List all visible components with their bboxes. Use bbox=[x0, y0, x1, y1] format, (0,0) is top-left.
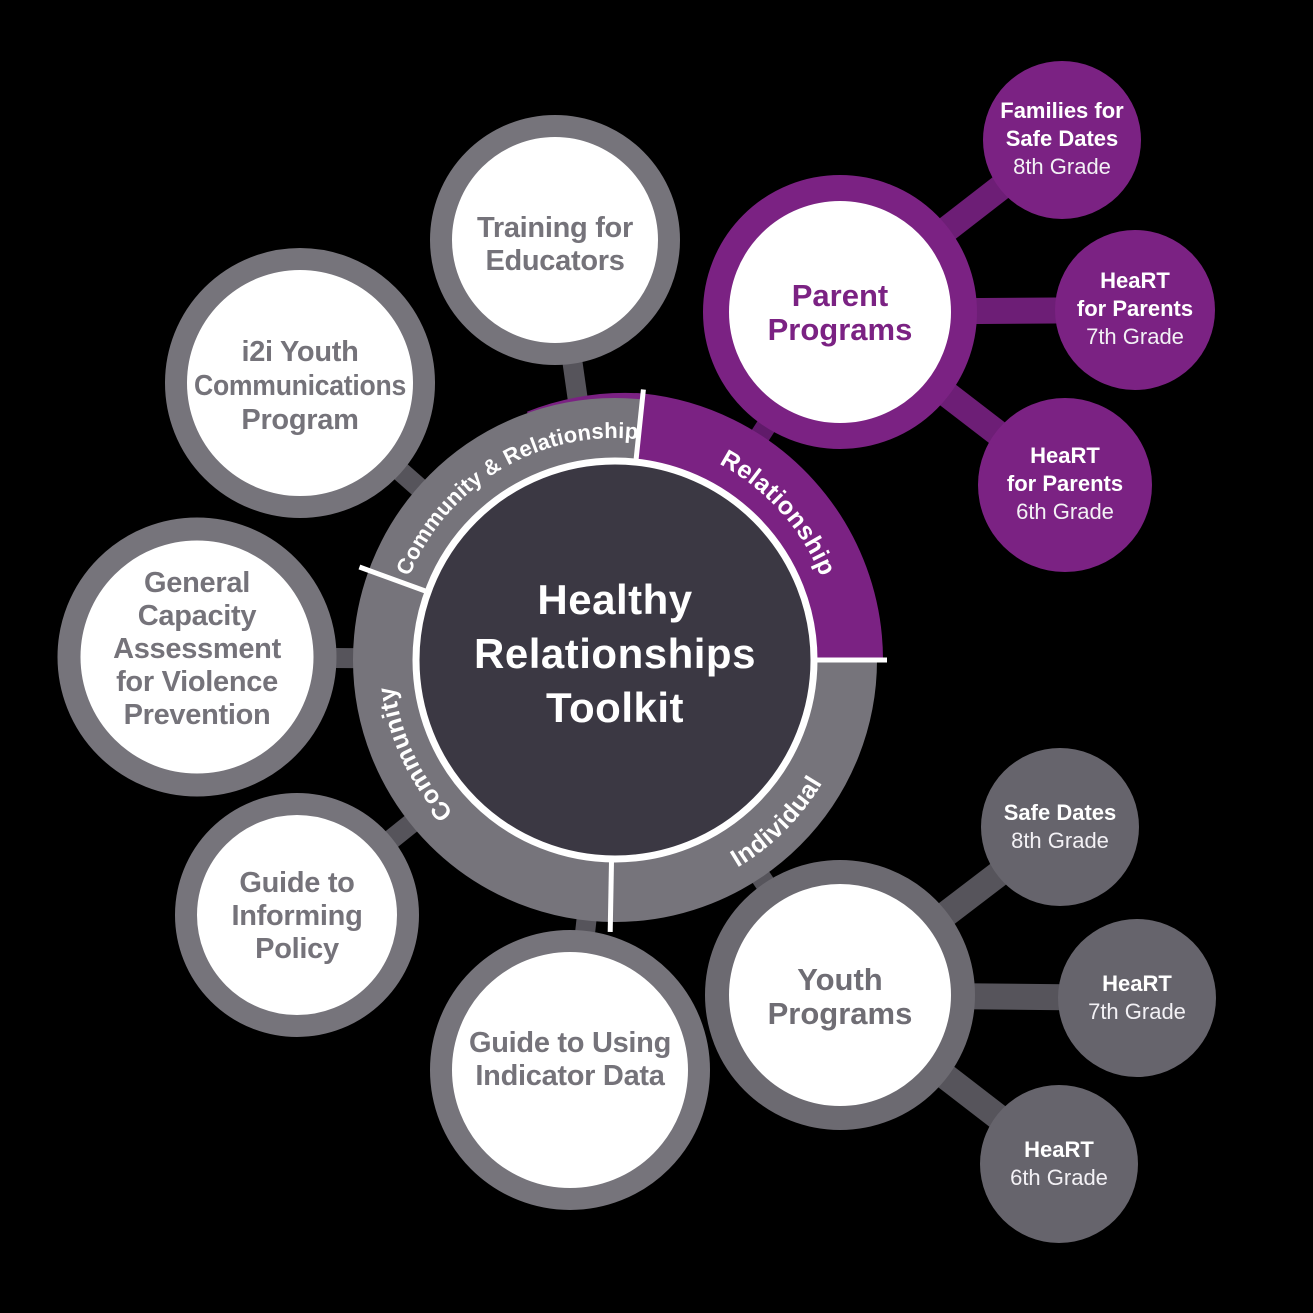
node-heart-parents-6: HeaRT for Parents 6th Grade bbox=[978, 398, 1152, 572]
heart-7-circle bbox=[1058, 919, 1216, 1077]
i2i-line-3: Program bbox=[241, 404, 358, 436]
heart-parents-6-line-1: HeaRT bbox=[1030, 443, 1100, 468]
heart-parents-7-grade: 7th Grade bbox=[1086, 324, 1184, 349]
central-ring bbox=[353, 389, 887, 932]
safe-dates-8-circle bbox=[981, 748, 1139, 906]
general-capacity-line-4: for Violence bbox=[116, 666, 278, 698]
training-line-2: Educators bbox=[485, 245, 624, 277]
heart-7-grade: 7th Grade bbox=[1088, 999, 1186, 1024]
families-safe-dates-grade: 8th Grade bbox=[1013, 154, 1111, 179]
heart-parents-7-line-2: for Parents bbox=[1077, 296, 1193, 321]
node-general-capacity-assessment: General Capacity Assessment for Violence… bbox=[57, 517, 337, 797]
node-training-circle bbox=[430, 115, 680, 365]
general-capacity-line-2: Capacity bbox=[138, 600, 257, 632]
node-guide-using-indicator-data: Guide to Using Indicator Data bbox=[430, 930, 710, 1210]
parent-programs-line-1: Parent bbox=[792, 278, 888, 313]
indicator-data-line-1: Guide to Using bbox=[469, 1027, 671, 1059]
node-families-safe-dates-8: Families for Safe Dates 8th Grade bbox=[983, 61, 1141, 219]
node-youth-programs-circle bbox=[705, 860, 975, 1130]
heart-parents-6-grade: 6th Grade bbox=[1016, 499, 1114, 524]
heart-6-circle bbox=[980, 1085, 1138, 1243]
families-safe-dates-line-1: Families for bbox=[1000, 98, 1124, 123]
node-youth-programs: Youth Programs bbox=[705, 860, 975, 1130]
ring-segment-relationship bbox=[635, 393, 883, 661]
heart-6-grade: 6th Grade bbox=[1010, 1165, 1108, 1190]
i2i-line-2: Communications bbox=[194, 370, 406, 402]
ring-divider-top bbox=[633, 389, 646, 466]
general-capacity-line-3: Assessment bbox=[113, 633, 282, 665]
training-line-1: Training for bbox=[477, 212, 633, 244]
node-heart-7: HeaRT 7th Grade bbox=[1058, 919, 1216, 1077]
heart-parents-6-line-2: for Parents bbox=[1007, 471, 1123, 496]
center-circle bbox=[412, 457, 818, 863]
heart-parents-7-circle bbox=[1055, 230, 1215, 390]
ring-divider-left bbox=[358, 564, 432, 596]
general-capacity-line-5: Prevention bbox=[124, 699, 271, 731]
youth-programs-line-1: Youth bbox=[797, 962, 883, 997]
node-informing-policy-circle bbox=[175, 793, 419, 1037]
safe-dates-8-line-1: Safe Dates bbox=[1004, 800, 1117, 825]
center-title-line-1: Healthy bbox=[537, 576, 692, 623]
node-heart-6: HeaRT 6th Grade bbox=[980, 1085, 1138, 1243]
heart-parents-6-circle bbox=[978, 398, 1152, 572]
indicator-data-line-2: Indicator Data bbox=[475, 1060, 665, 1092]
node-guide-informing-policy: Guide to Informing Policy bbox=[175, 793, 419, 1037]
node-safe-dates-8: Safe Dates 8th Grade bbox=[981, 748, 1139, 906]
node-parent-programs: Parent Programs bbox=[703, 175, 977, 449]
heart-6-line-1: HeaRT bbox=[1024, 1137, 1094, 1162]
node-heart-parents-7: HeaRT for Parents 7th Grade bbox=[1055, 230, 1215, 390]
families-safe-dates-line-2: Safe Dates bbox=[1006, 126, 1119, 151]
node-i2i-circle bbox=[165, 248, 435, 518]
informing-policy-line-2: Informing bbox=[231, 900, 362, 932]
safe-dates-8-grade: 8th Grade bbox=[1011, 828, 1109, 853]
node-general-capacity-circle bbox=[57, 517, 337, 797]
families-safe-dates-circle bbox=[983, 61, 1141, 219]
node-indicator-data-circle bbox=[430, 930, 710, 1210]
node-i2i-youth-communications: i2i Youth Communications Program bbox=[165, 248, 435, 518]
general-capacity-line-1: General bbox=[144, 567, 250, 599]
informing-policy-line-3: Policy bbox=[255, 933, 339, 965]
parent-programs-line-2: Programs bbox=[768, 312, 913, 347]
i2i-line-1: i2i Youth bbox=[241, 336, 358, 368]
node-parent-programs-circle bbox=[703, 175, 977, 449]
center-title-line-3: Toolkit bbox=[546, 684, 684, 731]
heart-7-line-1: HeaRT bbox=[1102, 971, 1172, 996]
ring-divider-bottom bbox=[607, 855, 615, 932]
heart-parents-7-line-1: HeaRT bbox=[1100, 268, 1170, 293]
youth-programs-line-2: Programs bbox=[768, 996, 913, 1031]
center-title: Healthy Relationships Toolkit bbox=[474, 576, 756, 731]
node-training-educators: Training for Educators bbox=[430, 115, 680, 365]
center-title-line-2: Relationships bbox=[474, 630, 756, 677]
informing-policy-line-1: Guide to bbox=[239, 867, 354, 899]
